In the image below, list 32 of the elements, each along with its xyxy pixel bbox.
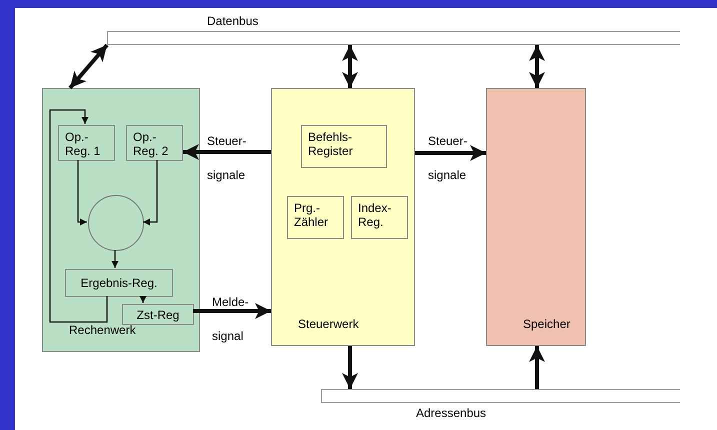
register-box: Ergebnis-Reg. (65, 269, 173, 297)
bus-label: Datenbus (207, 14, 258, 28)
register-box: Prg.- Zähler (287, 196, 344, 239)
unit-panel (42, 88, 200, 352)
edge-label: Steuer- signale (428, 133, 468, 184)
arrow (143, 160, 158, 226)
edge-label: Steuer- signale (207, 133, 248, 184)
arrow (342, 346, 358, 389)
arrow (529, 346, 545, 389)
register-box: Befehls- Register (301, 125, 387, 168)
unit-label: Speicher (523, 317, 570, 331)
arrow (112, 250, 118, 268)
memory-block (486, 88, 586, 346)
arrow (140, 296, 146, 303)
circle-shape (88, 195, 144, 251)
register-box: Op.- Reg. 2 (126, 125, 183, 161)
arrow (342, 45, 358, 88)
bus-label: Adressenbus (416, 406, 486, 420)
unit-panel (271, 88, 415, 346)
arrow (193, 303, 271, 319)
unit-label: Rechenwerk (69, 323, 136, 337)
arrow (183, 144, 271, 160)
arrow (415, 145, 486, 161)
arrow (529, 45, 545, 88)
unit-label: Steuerwerk (298, 317, 359, 331)
arrow (77, 160, 87, 226)
edge-label: Melde- signal (212, 294, 250, 345)
register-box: Zst-Reg (122, 304, 194, 325)
arrow (68, 44, 109, 90)
register-box: Op.- Reg. 1 (58, 125, 115, 161)
arrow (49, 109, 108, 323)
register-box: Index- Reg. (351, 196, 408, 239)
